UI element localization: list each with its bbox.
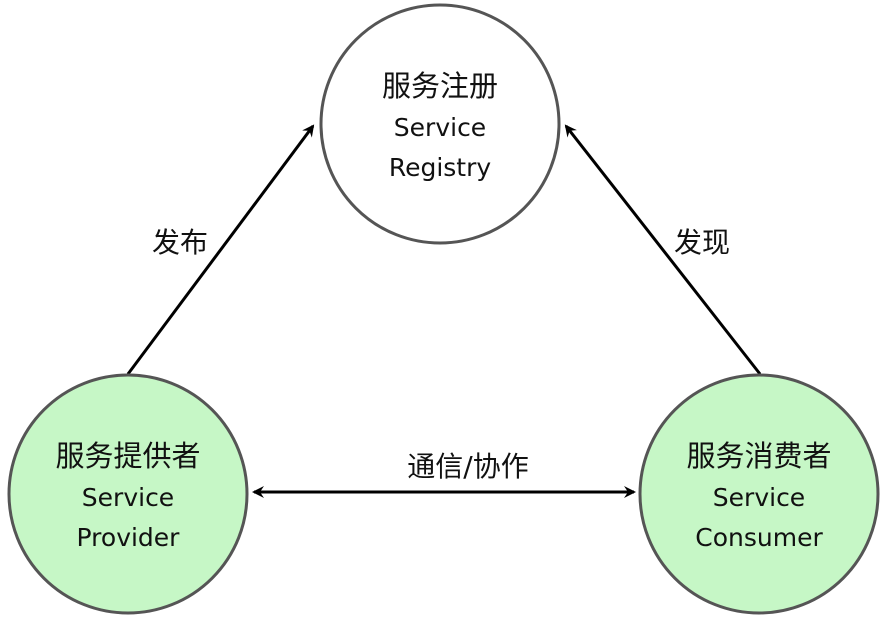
registry-line2: Registry [389, 153, 492, 182]
registry-node: 服务注册 Service Registry [319, 3, 561, 245]
publish-arrow [126, 124, 315, 375]
registry-circle [319, 3, 561, 245]
discover-label: 发现 [674, 226, 730, 259]
publish-label: 发布 [152, 226, 208, 259]
consumer-circle [638, 373, 880, 615]
provider-node: 服务提供者 Service Provider [7, 373, 249, 615]
provider-circle [7, 373, 249, 615]
provider-title: 服务提供者 [55, 439, 200, 473]
provider-line1: Service [82, 483, 174, 512]
provider-line2: Provider [77, 523, 181, 552]
discover-arrow [564, 124, 762, 375]
registry-line1: Service [394, 113, 486, 142]
communicate-label: 通信/协作 [407, 450, 528, 483]
registry-title: 服务注册 [382, 69, 498, 103]
consumer-title: 服务消费者 [686, 439, 831, 473]
consumer-line2: Consumer [695, 523, 823, 552]
consumer-node: 服务消费者 Service Consumer [638, 373, 880, 615]
consumer-line1: Service [713, 483, 805, 512]
